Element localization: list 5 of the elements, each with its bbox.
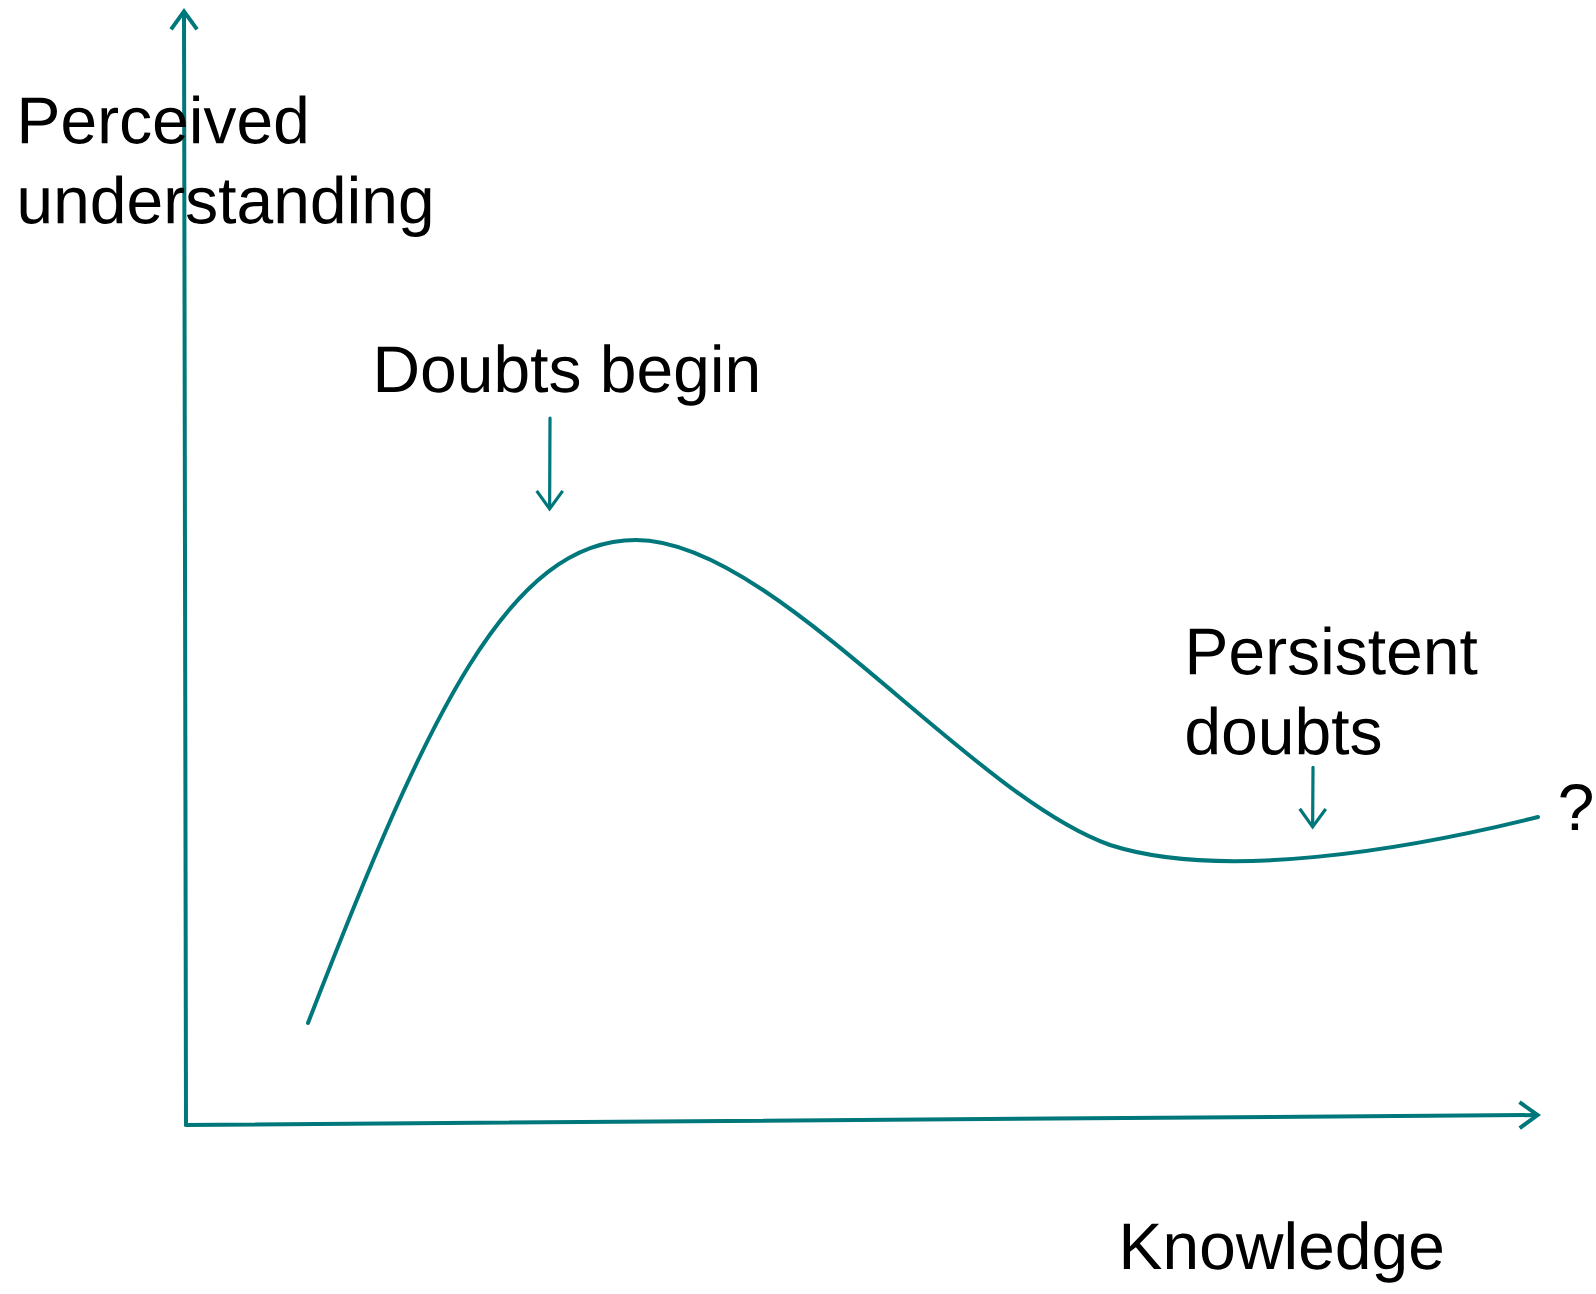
annotation-text: Doubts begin: [377, 344, 757, 406]
curve: [306, 538, 1540, 1025]
axis-label: Knowledge: [1123, 1221, 1442, 1283]
arrow: [535, 416, 564, 512]
arrow: [1298, 765, 1328, 830]
